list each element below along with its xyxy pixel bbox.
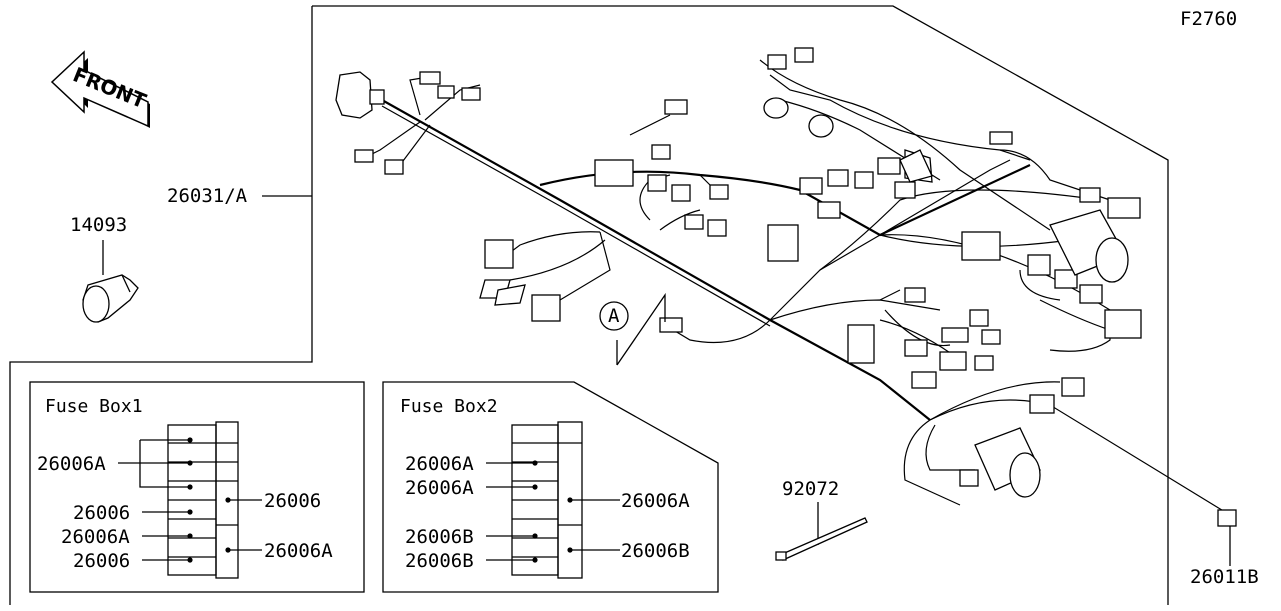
fuse-box-1-left-label-2: 26006 [73,502,130,524]
fuse-box-1-frame [29,381,365,593]
fuse-box-1-right-label-2: 26006A [264,540,333,562]
fuse-box-2-left-label-1: 26006A [405,453,474,475]
fuse-box-1-title: Fuse Box1 [45,396,143,417]
wiring-harness: A [335,47,1231,516]
fuse-box-2-frame [382,381,719,593]
part-label-26031a: 26031/A [167,185,248,207]
fuse-box-1-left-label-3: 26006A [61,526,130,548]
front-arrow-icon: FRONT [50,50,150,128]
clip-26011b: 26011B [1190,509,1259,588]
fuse-box-1: Fuse Box1 26006A 26006 26006A 26006 2600… [29,381,365,593]
fuse-box-2: Fuse Box2 26006A 26006A 26006B 26006B 26… [382,381,719,593]
figure-code: F2760 [1180,8,1237,30]
cylinder-part [1049,209,1129,283]
cap-14093: 14093 [70,214,139,323]
fuse-box-1-right-label-1: 26006 [264,490,321,512]
fuse-box-2-right-label-2: 26006B [621,540,690,562]
fuse-box-2-left-label-3: 26006B [405,526,474,548]
fuse-box-1-left-label-4: 26006 [73,550,130,572]
part-label-92072: 92072 [782,478,839,500]
fuse-box-2-left-label-4: 26006B [405,550,474,572]
fuse-box-2-right-label-1: 26006A [621,490,690,512]
main-frame [9,5,1169,605]
part-label-14093: 14093 [70,214,127,236]
callout-a: A [608,305,620,327]
band-92072: 92072 [775,478,868,561]
fuse-box-2-title: Fuse Box2 [400,396,498,417]
harness-label-group: 26031/A [167,185,312,207]
fuse-box-2-left-label-2: 26006A [405,477,474,499]
connector [419,71,441,85]
cylinder-part [974,427,1041,498]
fuse-box-1-left-label-1: 26006A [37,453,106,475]
part-label-26011b: 26011B [1190,566,1259,588]
